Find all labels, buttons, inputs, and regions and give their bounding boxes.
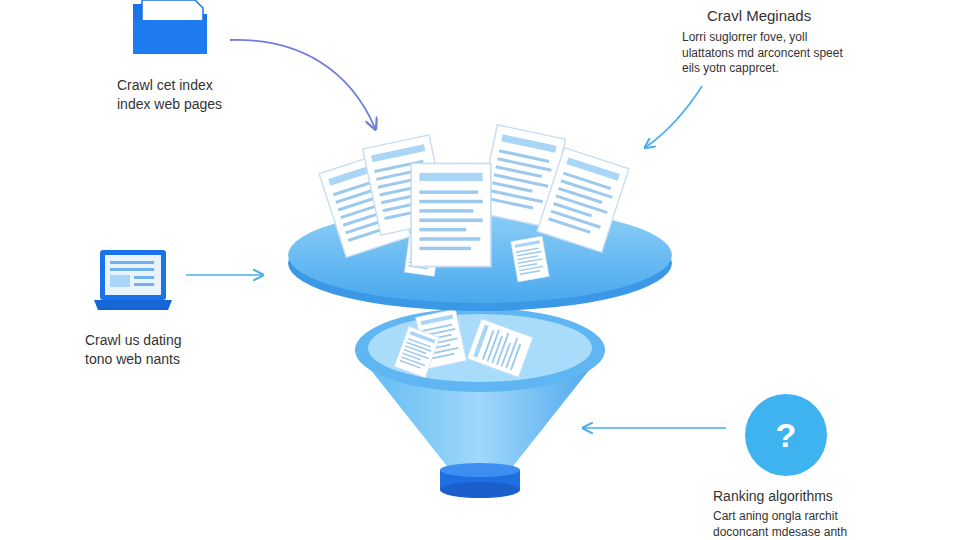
leader-arrow [646, 86, 702, 147]
annotation-heading: Cravl Meginads [707, 6, 887, 26]
laptop-icon [94, 250, 172, 310]
document-platter [288, 125, 672, 311]
annotation-body: Cart aning ongla rarchit doconcant mdesa… [713, 509, 863, 540]
funnel [355, 308, 605, 498]
annotation-body: Lorri suglorrer fove, yoll ulattatons md… [682, 30, 850, 77]
leader-arrow [186, 274, 262, 276]
folder-icon [133, 0, 207, 54]
annotation-text: Crawl cet index index web pages [117, 76, 242, 114]
annotation-text: Crawl us dating tono web nants [85, 331, 210, 369]
leader-arrow [584, 427, 726, 429]
annotation-heading: Ranking algorithms [713, 487, 913, 506]
question-circle: ? [744, 393, 828, 477]
node-text: ? [776, 418, 797, 452]
leader-arrow [230, 40, 375, 128]
